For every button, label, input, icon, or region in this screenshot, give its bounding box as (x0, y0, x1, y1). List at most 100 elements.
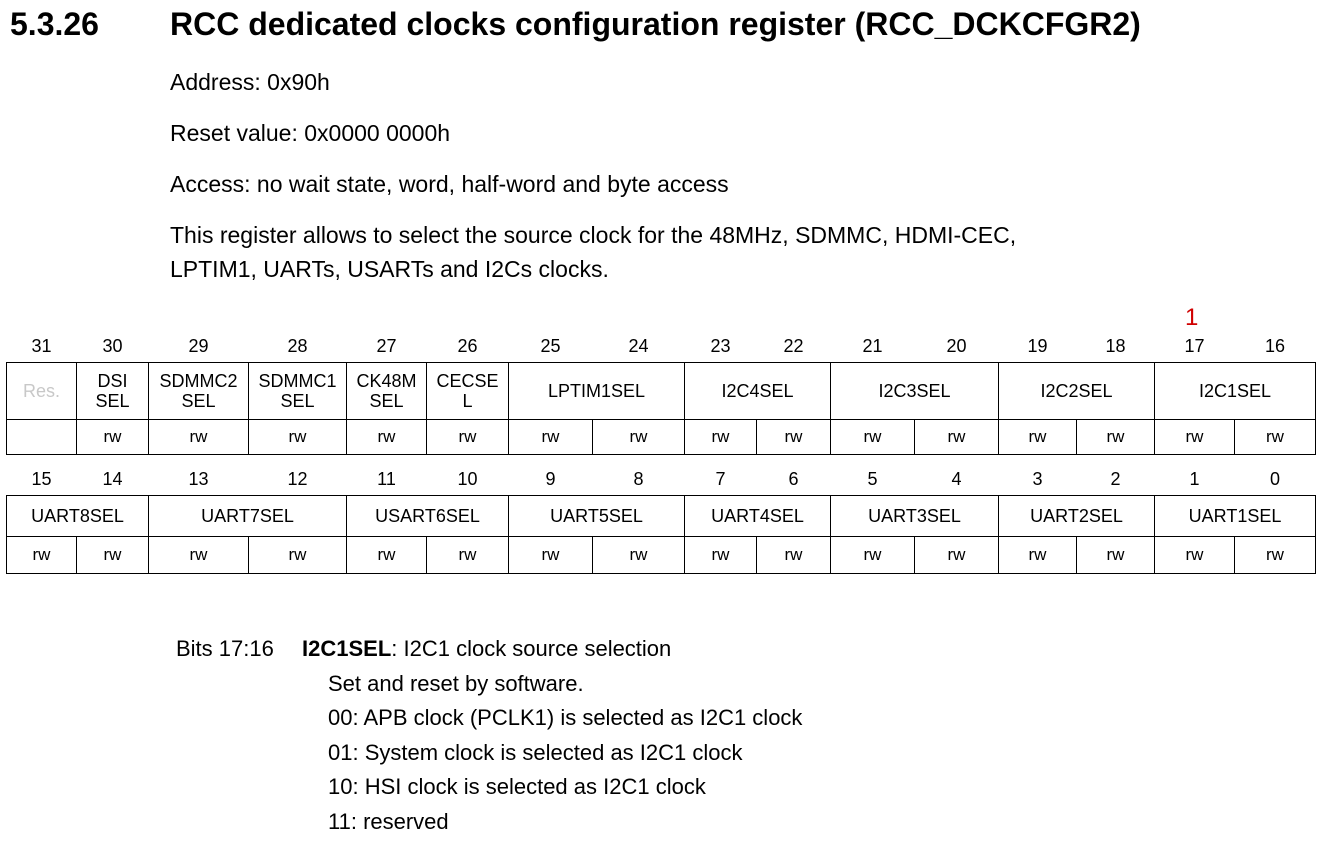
field-name-line: USART6SEL (375, 506, 480, 526)
bit-number: 13 (188, 469, 209, 489)
field-name-line: I2C2SEL (1040, 381, 1113, 401)
access-type: rw (914, 419, 999, 455)
bit-number: 4 (951, 469, 962, 489)
register-field: UART7SEL (148, 495, 347, 537)
bit-number: 5 (867, 469, 878, 489)
section-number: 5.3.26 (10, 6, 99, 42)
field-name-line: I2C1SEL (1198, 381, 1272, 401)
bit-number: 0 (1269, 469, 1280, 489)
register-field: USART6SEL (346, 495, 509, 537)
bit-number: 19 (1027, 336, 1048, 356)
access-type: rw (830, 419, 915, 455)
access-type: rw (756, 536, 831, 574)
bit-field-summary: : I2C1 clock source selection (391, 636, 672, 661)
field-name-line: UART2SEL (1030, 506, 1123, 526)
field-name-line: SEL (280, 391, 315, 411)
access-type: rw (148, 536, 249, 574)
access-type: rw (684, 419, 757, 455)
access-type: rw (592, 536, 685, 574)
access-type: rw (830, 536, 915, 574)
field-name-line: SEL (181, 391, 216, 411)
register-field: UART1SEL (1154, 495, 1316, 537)
register-field: UART5SEL (508, 495, 685, 537)
field-name-line: CECSE (436, 371, 499, 391)
section-title: RCC dedicated clocks configuration regis… (170, 6, 1141, 42)
field-name-line: I2C4SEL (721, 381, 794, 401)
access-type: rw (248, 419, 347, 455)
field-name-line: UART5SEL (550, 506, 643, 526)
bit-number: 12 (287, 469, 308, 489)
access-type (6, 419, 77, 455)
register-field: UART3SEL (830, 495, 999, 537)
section-heading: 5.3.26 RCC dedicated clocks configuration… (10, 6, 1141, 43)
field-name-line: UART1SEL (1188, 506, 1282, 526)
access-type: rw (508, 419, 593, 455)
bit-number: 15 (31, 469, 52, 489)
register-field: I2C2SEL (998, 362, 1155, 420)
bit-number: 6 (788, 469, 799, 489)
field-name-line: UART8SEL (31, 506, 124, 526)
bit-number: 25 (540, 336, 561, 356)
bit-description-line: Set and reset by software. (328, 671, 584, 696)
register-reset-value: Reset value: 0x0000 0000h (170, 120, 451, 146)
access-type: rw (148, 419, 249, 455)
bit-number: 11 (377, 469, 396, 489)
bit-description-line: 11: reserved (328, 809, 449, 834)
access-type: rw (1234, 536, 1316, 574)
access-type: rw (592, 419, 685, 455)
bit-number: 1 (1189, 469, 1200, 489)
field-name-line: Res. (22, 381, 60, 401)
field-name-row: UART8SEL UART7SEL USART6SEL UART5SEL UART4SE… (6, 495, 1316, 537)
bit-number: 20 (946, 336, 967, 356)
annotation-marker: 1 (1185, 304, 1199, 331)
reserved-field: Res. (6, 362, 77, 420)
bit-number: 21 (862, 336, 883, 356)
field-name-line: SDMMC1 (258, 371, 337, 391)
access-type: rw (248, 536, 347, 574)
bit-description-line: 01: System clock is selected as I2C1 clo… (328, 740, 743, 765)
access-type: rw (508, 536, 593, 574)
field-name-line: L (462, 391, 473, 411)
access-type: rw (684, 536, 757, 574)
bit-number: 31 (31, 336, 52, 356)
access-type: rw (346, 536, 427, 574)
bit-number: 23 (710, 336, 731, 356)
bit-number: 26 (457, 336, 478, 356)
field-name-line: SEL (369, 391, 404, 411)
field-name-line: SEL (95, 391, 130, 411)
register-field: I2C4SEL (684, 362, 831, 420)
bit-number: 27 (376, 336, 397, 356)
register-address: Address: 0x90h (170, 69, 330, 95)
register-field: UART8SEL (6, 495, 149, 537)
bit-range: Bits 17:16 (176, 636, 274, 661)
bit-number: 9 (545, 469, 556, 489)
field-name-line: I2C3SEL (878, 381, 951, 401)
access-type: rw (914, 536, 999, 574)
field-name-line: UART7SEL (201, 506, 294, 526)
bit-number: 16 (1264, 336, 1286, 356)
bit-number: 8 (633, 469, 644, 489)
field-name-line: UART4SEL (711, 506, 804, 526)
field-name-line: UART3SEL (868, 506, 961, 526)
bit-number: 10 (457, 469, 478, 489)
access-type: rw (998, 419, 1077, 455)
field-name-line: CK48M (356, 371, 417, 391)
access-type: rw (6, 536, 77, 574)
register-field: LPTIM1SEL (508, 362, 685, 420)
bit-number: 3 (1032, 469, 1043, 489)
access-type: rw (1076, 419, 1155, 455)
register-field: I2C3SEL (830, 362, 999, 420)
bit-number: 29 (188, 336, 209, 356)
bit-description-line: 10: HSI clock is selected as I2C1 clock (328, 774, 706, 799)
